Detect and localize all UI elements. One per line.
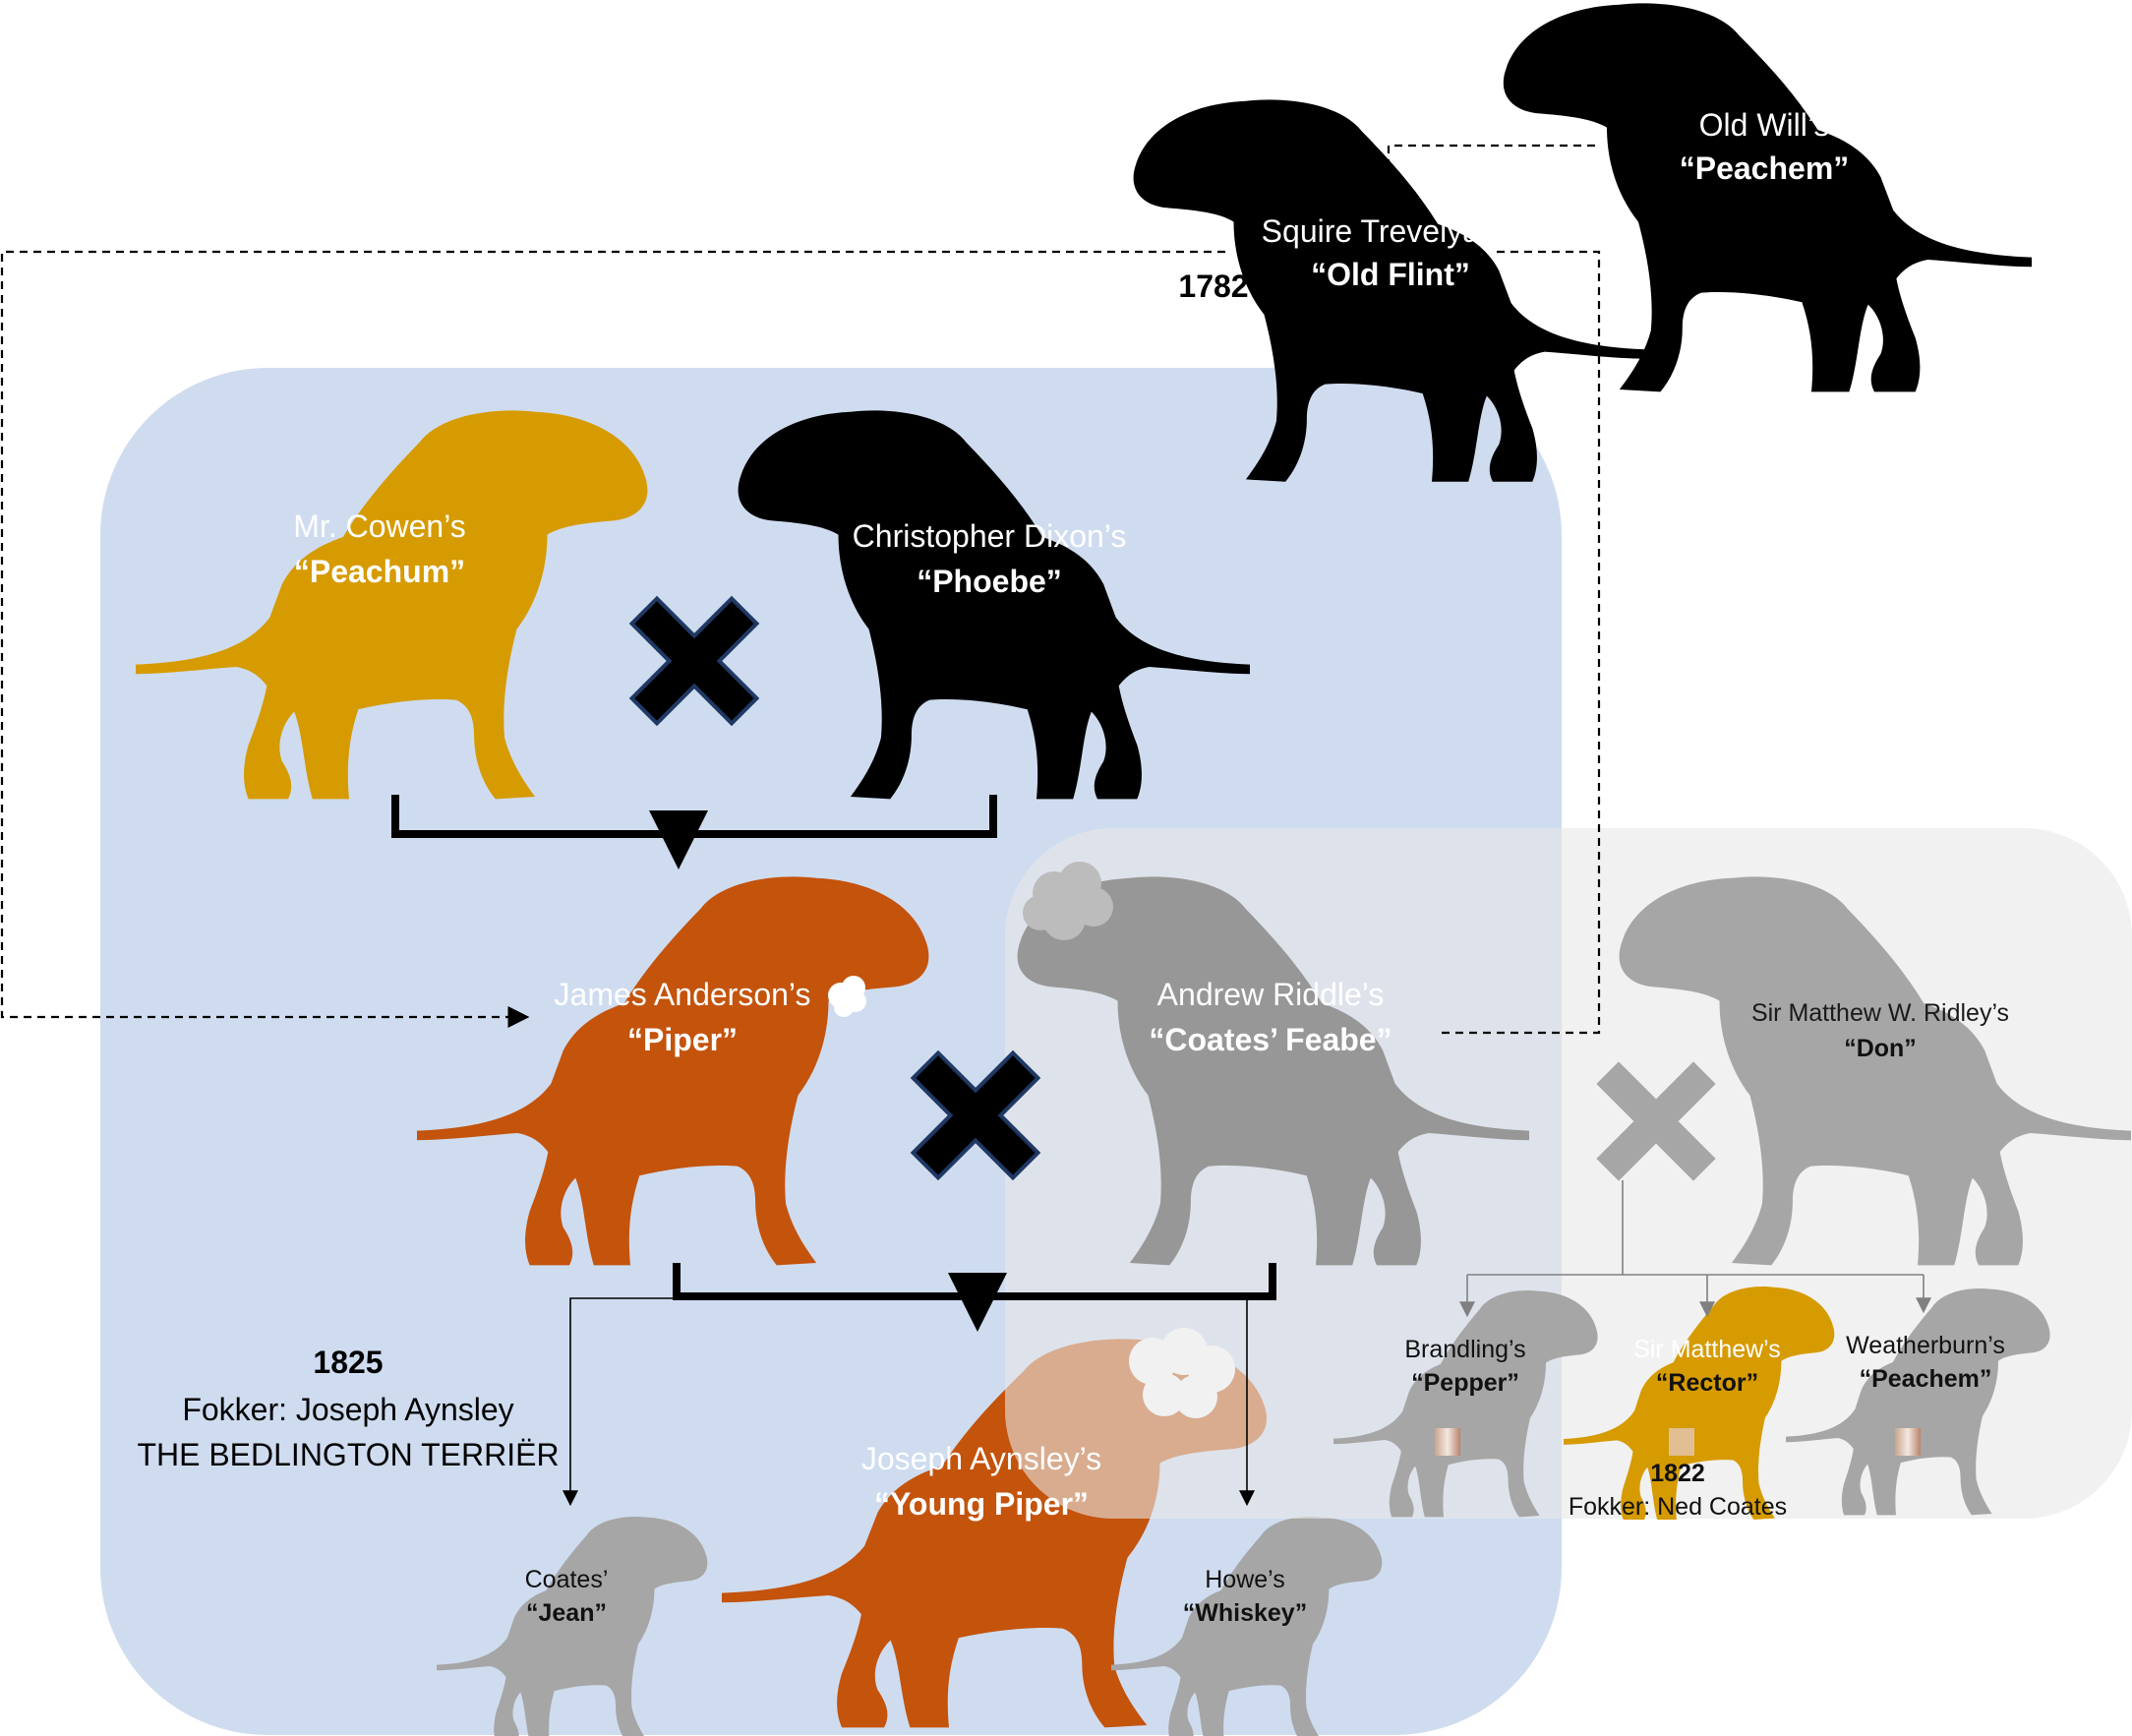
breed-name-label: THE BEDLINGTON TERRIËR [137, 1437, 559, 1472]
dog-old-will [1503, 3, 2032, 392]
dog-owner-label: Howe’s [1205, 1566, 1285, 1593]
cross-icon [657, 624, 732, 698]
color-swatch-icon [1669, 1428, 1694, 1456]
dog-name-label: “Young Piper” [874, 1486, 1089, 1522]
dog-name-label: “Coates’ Feabe” [1149, 1022, 1392, 1057]
dog-name-label: “Pepper” [1411, 1369, 1519, 1397]
dog-owner-label: Andrew Riddle’s [1157, 977, 1385, 1012]
dog-name-label: “Phoebe” [917, 564, 1062, 599]
dog-owner-label: Christopher Dixon’s [853, 518, 1127, 554]
dog-name-label: “Peachum” [294, 554, 465, 589]
offspring-connector [1459, 1180, 1931, 1318]
dog-owner-label: Mr. Cowen’s [293, 509, 465, 544]
dog-name-label: “Whiskey” [1183, 1599, 1307, 1627]
breeder-label: Fokker: Joseph Aynsley [182, 1392, 513, 1427]
cross-icon [938, 1078, 1013, 1153]
dog-owner-label: Joseph Aynsley’s [861, 1441, 1101, 1476]
year-label: 1782 [1178, 269, 1248, 304]
rector-year-label: 1822 [1650, 1460, 1705, 1487]
dog-owner-label: Sir Matthew’s [1633, 1336, 1781, 1363]
offspring-connector [563, 1297, 1255, 1507]
dog-name-label: “Piper” [627, 1022, 738, 1057]
color-gradient-swatch-icon [1435, 1428, 1460, 1456]
dog-owner-label: Old Will’s [1699, 107, 1830, 143]
rector-breeder-label: Fokker: Ned Coates [1569, 1493, 1787, 1521]
breed-year-label: 1825 [313, 1345, 383, 1380]
dog-owner-label: Coates’ [525, 1566, 609, 1593]
topknot-piper [828, 976, 866, 1017]
dog-owner-label: Sir Matthew W. Ridley’s [1751, 999, 2009, 1027]
dog-name-label: “Old Flint” [1311, 257, 1470, 292]
color-gradient-swatch-icon [1895, 1428, 1921, 1456]
dog-name-label: “Rector” [1656, 1369, 1758, 1397]
dog-name-label: “Don” [1844, 1035, 1917, 1062]
dog-owner-label: Brandling’s [1404, 1336, 1525, 1363]
dog-name-label: “Peachem” [1860, 1365, 1992, 1393]
parent-bracket [673, 1263, 1276, 1332]
dog-owner-label: Weatherburn’s [1846, 1332, 2005, 1359]
dog-name-label: “Jean” [526, 1599, 607, 1627]
dog-name-label: “Peachem” [1680, 150, 1850, 186]
lineage-dashed [0, 144, 1601, 1035]
parent-bracket [391, 795, 997, 869]
dog-owner-label: James Anderson’s [555, 977, 811, 1012]
dog-owner-label: Squire Trevelyan’s [1262, 213, 1520, 249]
